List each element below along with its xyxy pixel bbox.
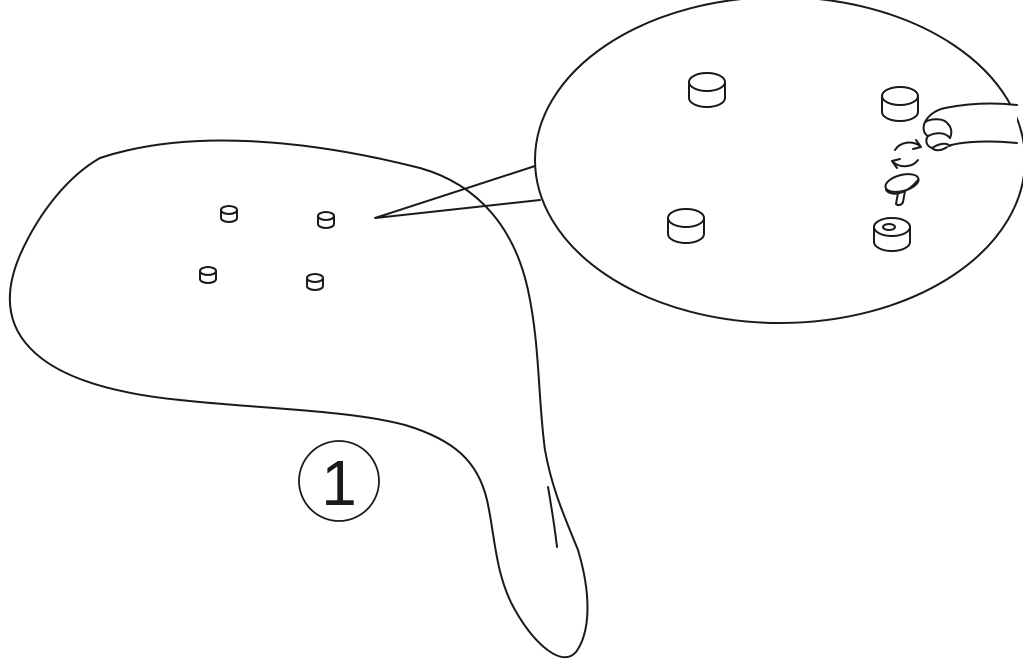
seat-fold-line — [547, 486, 558, 548]
small-pad — [199, 266, 217, 284]
large-pad — [688, 72, 726, 108]
peg-plug — [884, 173, 920, 207]
magnified-view — [534, 0, 1023, 324]
step-number: 1 — [321, 447, 357, 519]
small-pad — [220, 205, 238, 223]
step-number-badge: 1 — [298, 440, 380, 522]
rotate-arrows-icon — [891, 139, 922, 169]
callout-line — [374, 165, 541, 219]
small-pad — [317, 211, 335, 229]
socket-pad — [873, 217, 911, 252]
small-pad — [306, 273, 324, 291]
seat-outline — [8, 139, 589, 659]
large-pad — [667, 208, 705, 244]
large-pad — [881, 86, 919, 122]
hand-illustration — [922, 102, 1018, 152]
